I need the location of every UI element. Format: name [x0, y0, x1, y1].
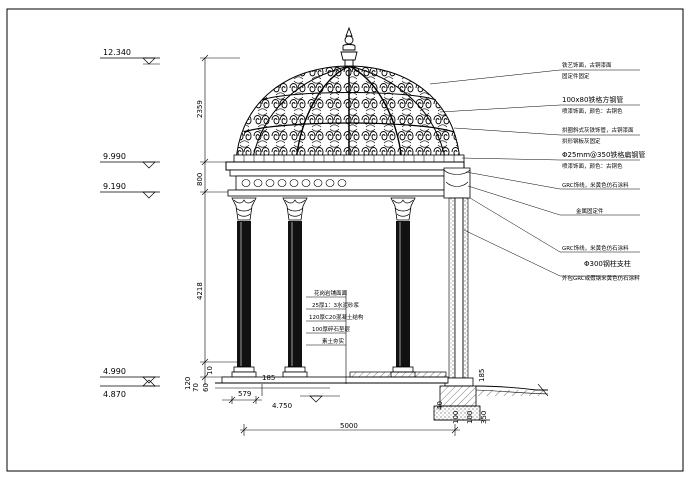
- floor-layer-2: 25厚1：3水泥砂浆: [312, 301, 359, 309]
- floor-layer-notes: 花岗岩铺面面 25厚1：3水泥砂浆 120厚C20混凝土结构 100厚碎石垫层 …: [306, 289, 364, 384]
- level-marker-side: 4.750: [272, 395, 340, 410]
- level-marker-floor: 4.990: [100, 367, 160, 384]
- dim-foundation-a: 40: [436, 401, 444, 410]
- column-1: [231, 197, 257, 378]
- level-marker-entablature-base: 9.190: [100, 182, 160, 199]
- level-marker-ground: 4.870: [100, 379, 160, 399]
- note-arch-tube: 拱圈斜式灰铁饰管，古铜漆面: [562, 126, 634, 134]
- column-3: [390, 197, 416, 378]
- vertical-dimension-chain: [200, 54, 240, 385]
- note-steel-column: Φ300钢柱支柱: [584, 259, 631, 268]
- note-grc-molding-2: GRC饰线，米黄色仿石涂料: [562, 244, 629, 252]
- note-arch-plate: 拱形钢板灰固定: [562, 137, 601, 145]
- dome-finial: [340, 26, 358, 67]
- level-marker-dome-base: 9.990: [100, 152, 160, 169]
- callout-leaders: [429, 69, 640, 277]
- floor-layer-5: 素土夯实: [322, 337, 345, 345]
- horizontal-dimensions: [222, 384, 460, 436]
- dim-step-height: 120: [184, 377, 192, 390]
- ground-line: [475, 383, 549, 397]
- dim-small-b: 60: [202, 383, 210, 392]
- note-grc-molding-1: GRC饰线，米黄色仿石涂料: [562, 181, 629, 189]
- dim-entablature-height: 800: [196, 173, 204, 186]
- dim-dome-height: 2359: [196, 100, 204, 118]
- note-flat-steel: Φ25mm@350铁格扁钢管: [562, 150, 645, 159]
- dome-ironwork-pattern: [236, 66, 460, 162]
- dim-side-offset: 185: [478, 369, 486, 382]
- level-side-label: 4.750: [272, 402, 292, 410]
- floor-layer-4: 100厚碎石垫层: [312, 325, 350, 333]
- level-dome-base-label: 9.990: [103, 152, 126, 161]
- column-2: [282, 197, 308, 378]
- dome-base-dentils: [243, 155, 455, 162]
- dim-offset: 185: [262, 374, 275, 382]
- dim-foundation-d: 350: [480, 411, 488, 424]
- note-ironwork-finish: 铁艺饰面，古铜漆面: [562, 61, 612, 69]
- dim-foundation-c: 100: [466, 411, 474, 424]
- dim-foundation-b: 100: [452, 411, 460, 424]
- dim-total-width: 5000: [340, 422, 358, 430]
- dim-plinth-height: 10: [206, 366, 214, 375]
- dome: [233, 65, 465, 163]
- section-column: [433, 167, 490, 421]
- level-marker-top: 12.340: [100, 48, 160, 65]
- note-paint-color-1: 喷漆饰面，颜色：古铜色: [562, 107, 623, 115]
- dim-base-width: 579: [238, 390, 251, 398]
- dim-small-a: 70: [192, 383, 200, 392]
- note-steel-tube: 100x80铁格方钢管: [562, 95, 623, 104]
- floor-platform: [215, 371, 449, 389]
- note-fixing: 固定件固定: [562, 72, 590, 80]
- floor-layer-1: 花岗岩铺面面: [314, 289, 348, 297]
- level-floor-label: 4.990: [103, 367, 126, 376]
- level-top-label: 12.340: [103, 48, 131, 57]
- level-ground-label: 4.870: [103, 390, 126, 399]
- note-metal-fixing: 金属固定件: [576, 207, 604, 215]
- level-entablature-base-label: 9.190: [103, 182, 126, 191]
- floor-layer-3: 120厚C20混凝土结构: [309, 313, 364, 321]
- drawing-frame: [6, 8, 684, 472]
- note-paint-color-2: 喷漆饰面，颜色：古铜色: [562, 162, 623, 170]
- dim-column-height: 4218: [196, 282, 204, 300]
- note-grc-cladding: 外包GRC或假钢米黄色仿石涂料: [562, 274, 640, 282]
- entablature-rosettes: [241, 179, 347, 187]
- entablature: [225, 161, 465, 197]
